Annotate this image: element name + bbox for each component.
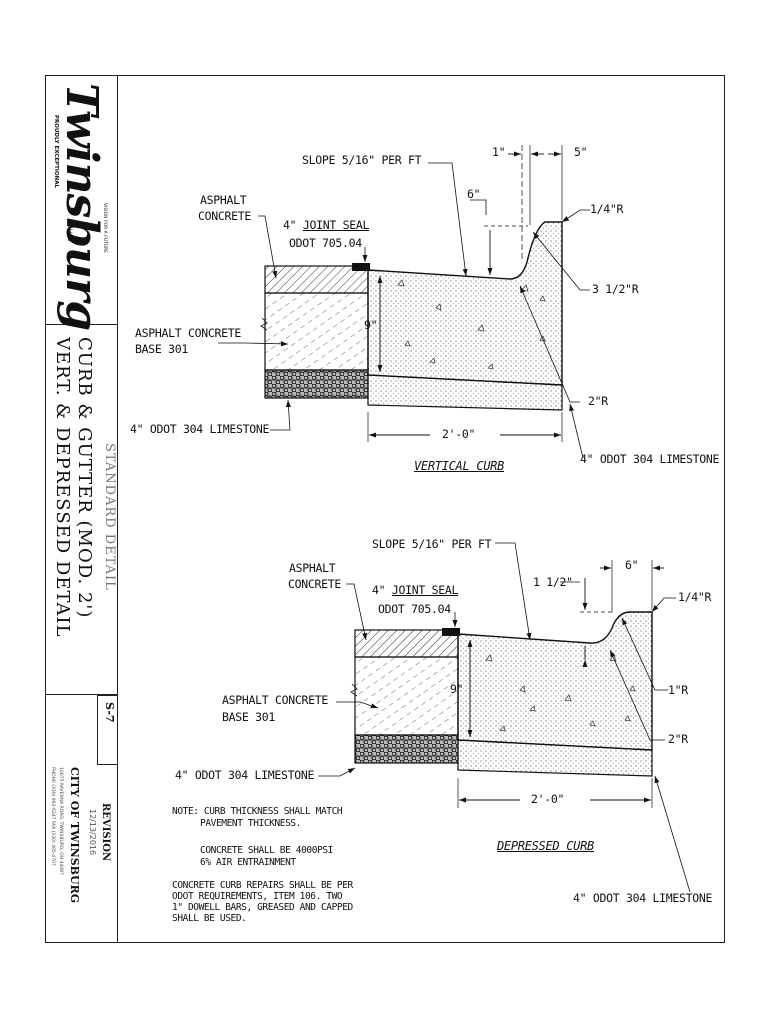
vc-asphalt-base: [264, 292, 369, 371]
vc-dim-5in: 5": [574, 145, 588, 159]
dc-radius-1: 1"R: [668, 683, 688, 697]
dc-aggregate-marks: [485, 654, 636, 732]
note-line-1: NOTE: CURB THICKNESS SHALL MATCH: [172, 806, 343, 817]
vc-limestone-right-label: 4" ODOT 304 LIMESTONE: [580, 452, 720, 466]
dc-joint-seal: [442, 628, 460, 636]
vc-radius-2: 2"R: [588, 394, 608, 408]
logo-cell: Twinsburg PROUDLY EXCEPTIONAL OHIO VISIO…: [45, 75, 117, 330]
vc-dim-1in: 1": [492, 145, 506, 159]
note-line-6: ODOT REQUIREMENTS, ITEM 106. TWO: [172, 891, 343, 902]
note-line-7: 1" DOWELL BARS, GREASED AND CAPPED: [172, 902, 353, 913]
title-block: Twinsburg PROUDLY EXCEPTIONAL OHIO VISIO…: [45, 75, 118, 943]
vc-aggregate-marks: [397, 279, 546, 370]
dc-dim-6in: 6": [625, 558, 639, 572]
vc-caption: VERTICAL CURB: [414, 459, 505, 473]
dc-radius-2: 2"R: [668, 732, 688, 746]
vc-slope-label: SLOPE 5/16" PER FT: [302, 153, 422, 167]
vc-asphalt-layer: [264, 265, 369, 294]
vc-asphalt-label-2: CONCRETE: [198, 209, 251, 223]
vc-base-label-1: ASPHALT CONCRETE: [135, 326, 241, 340]
note-line-2: PAVEMENT THICKNESS.: [200, 818, 302, 829]
dc-joint-seal-label-2: ODOT 705.04: [378, 602, 451, 616]
title-cell: CURB & GUTTER (MOD. 2') VERT. & DEPRESSE…: [45, 325, 117, 695]
dc-concrete-curb: [457, 611, 653, 751]
vc-width-label: 2'-0": [442, 427, 476, 441]
vc-dim-6in: 6": [467, 187, 481, 201]
vertical-curb-section: [218, 145, 590, 459]
vc-joint-seal-label-1: 4" JOINT SEAL: [283, 218, 370, 232]
dc-limestone-under: [457, 739, 653, 777]
dc-limestone-right-label: 4" ODOT 304 LIMESTONE: [573, 891, 713, 905]
drawing-sheet-border: [45, 75, 725, 943]
note-line-3: CONCRETE SHALL BE 4000PSI: [200, 845, 333, 856]
note-line-8: SHALL BE USED.: [172, 913, 247, 924]
dc-asphalt-base: [354, 656, 459, 736]
dc-limestone-left-label: 4" ODOT 304 LIMESTONE: [175, 768, 315, 782]
vc-limestone-left-label: 4" ODOT 304 LIMESTONE: [130, 422, 270, 436]
dc-asphalt-label-2: CONCRETE: [288, 577, 341, 591]
vc-limestone-left: [264, 369, 369, 399]
dc-width-label: 2'-0": [531, 792, 565, 806]
vc-limestone-under: [367, 374, 563, 411]
vc-joint-seal-label-2: ODOT 705.04: [289, 236, 362, 250]
dc-slope-label: SLOPE 5/16" PER FT: [372, 537, 492, 551]
note-line-5: CONCRETE CURB REPAIRS SHALL BE PER: [172, 880, 353, 891]
vc-asphalt-label-1: ASPHALT: [200, 193, 247, 207]
dc-joint-seal-label-1: 4" JOINT SEAL: [372, 583, 459, 597]
dc-asphalt-label-1: ASPHALT: [289, 561, 336, 575]
vc-depth-9: 9": [364, 318, 378, 332]
depressed-curb-section: [318, 542, 691, 893]
dc-radius-quarter: 1/4"R: [678, 590, 712, 604]
dc-depth-9: 9": [450, 682, 464, 696]
note-line-4: 6% AIR ENTRAINMENT: [200, 857, 296, 868]
vc-joint-seal: [352, 263, 370, 271]
dc-limestone-left: [354, 734, 459, 764]
vc-radius-quarter: 1/4"R: [590, 202, 624, 216]
vc-base-label-2: BASE 301: [135, 342, 188, 356]
vc-concrete-curb: [367, 221, 563, 386]
dc-base-label-1: ASPHALT CONCRETE: [222, 693, 328, 707]
dc-caption: DEPRESSED CURB: [497, 839, 594, 853]
sheet-number-box: S-7: [97, 695, 118, 765]
dc-base-label-2: BASE 301: [222, 710, 275, 724]
vc-radius-3half: 3 1/2"R: [592, 282, 639, 296]
dc-dim-1half: 1 1/2": [533, 575, 573, 589]
